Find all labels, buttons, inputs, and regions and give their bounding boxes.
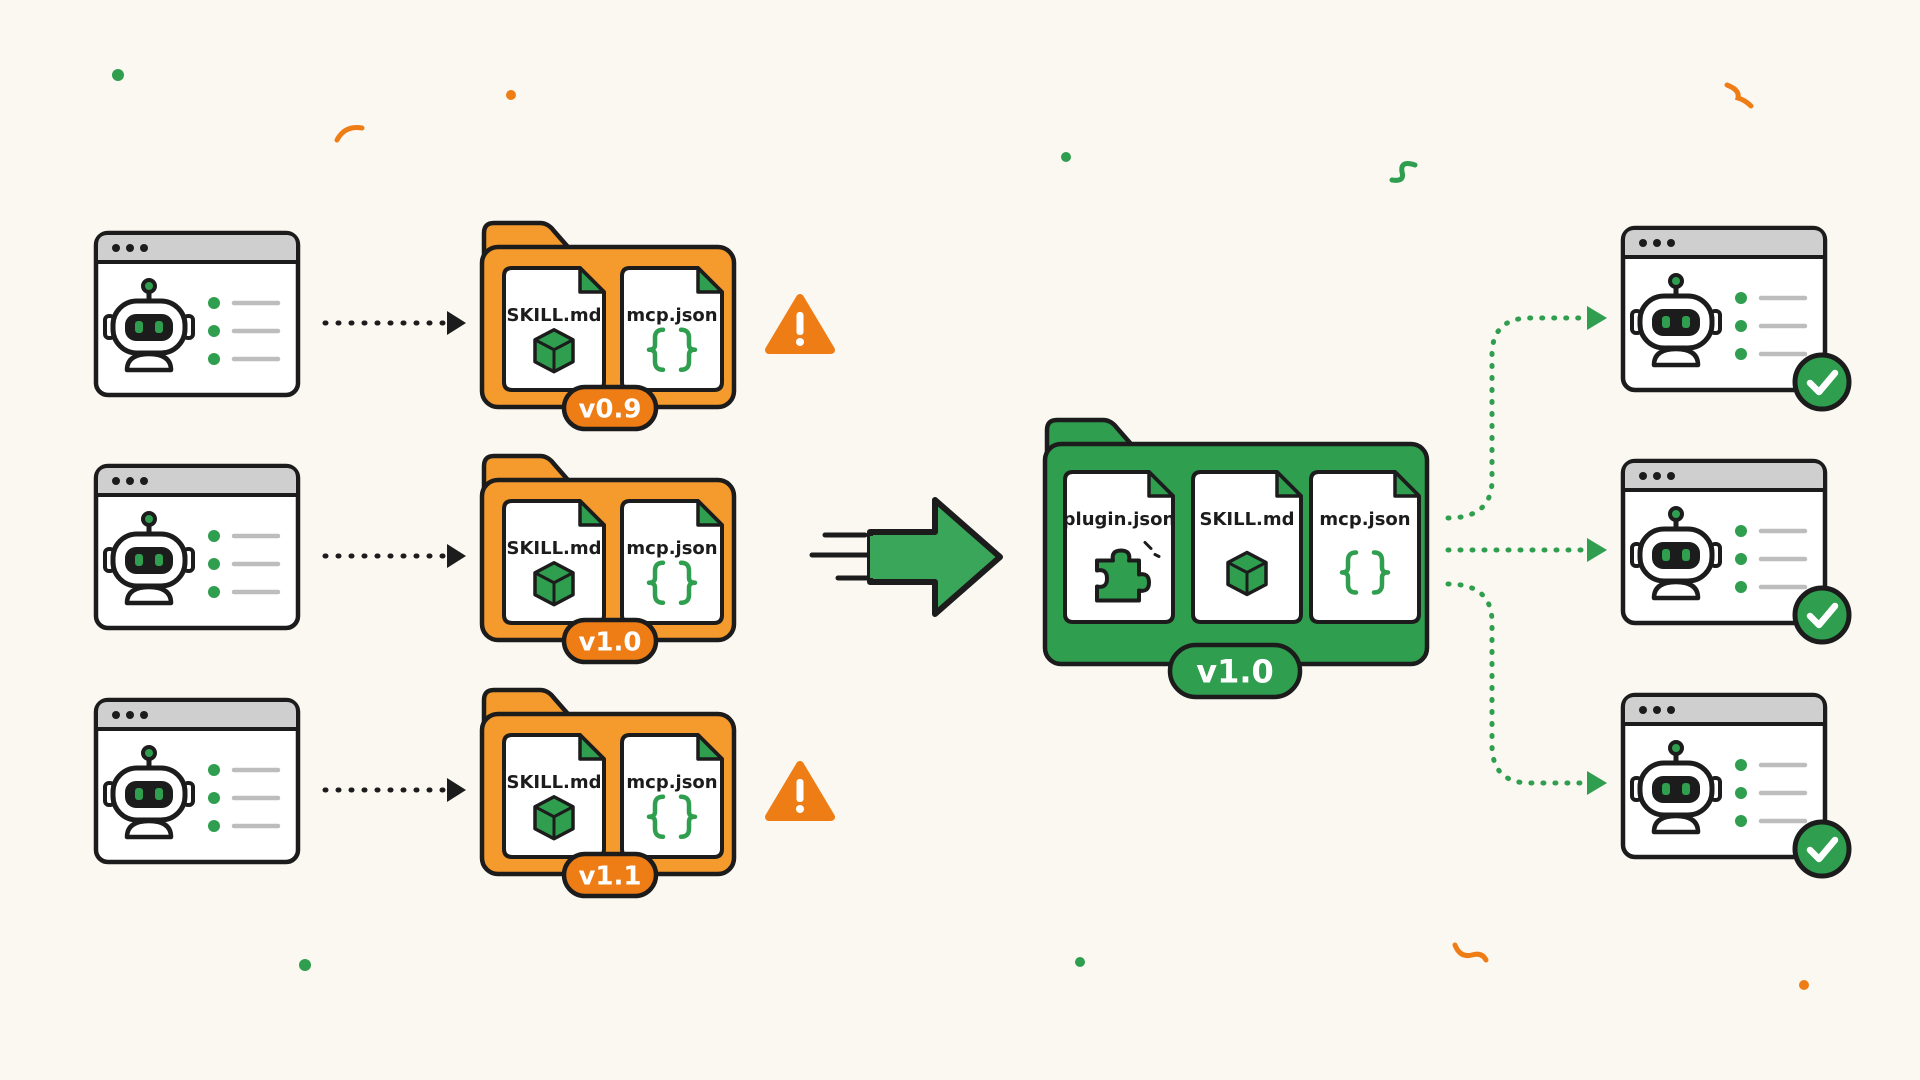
agent-window [1620,692,1828,860]
agent-window [93,230,301,398]
version-badge: v1.0 [561,617,659,665]
list-bullet [208,530,220,542]
connector-top [1445,315,1593,521]
check-icon [1795,822,1849,876]
version-badge: v1.0 [1167,642,1303,700]
version-label: v0.9 [578,394,641,424]
file-name-label: SKILL.md [506,772,601,793]
target-agent-row [1620,458,1849,642]
list-bullet [208,325,220,337]
list-bullet [208,764,220,776]
cube-icon [533,794,575,841]
arrow-head-icon [1587,771,1607,795]
list-bullet [1735,553,1747,565]
arrow-head-icon [447,311,466,335]
list-bullet [1735,525,1747,537]
list-bullet [208,297,220,309]
agent-window [93,697,301,865]
agent-window [1620,458,1828,626]
version-label: v1.0 [1196,653,1274,691]
plugin-folder: plugin.json SKILL.md mcp.json v1.0 [1042,417,1430,700]
merge-arrow-icon [809,497,1003,617]
file-name-label: mcp.json [1319,509,1410,530]
file-page: SKILL.md [502,499,606,625]
connector-bottom [1445,581,1593,786]
warning-icon [769,765,831,817]
target-agents [1620,225,1849,876]
file-page: mcp.json [620,266,724,392]
window-title-bar [1625,463,1823,489]
window-title-bar [98,235,296,261]
file-page: plugin.json [1063,470,1176,624]
file-name-label: mcp.json [626,305,717,326]
cube-icon [533,327,575,374]
arrow-head-icon [447,778,466,802]
check-icon [1795,588,1849,642]
agent-window [1620,225,1828,393]
agent-window [93,463,301,631]
list-bullet [1735,815,1747,827]
skill-folder: SKILL.md mcp.json v1.1 [479,687,737,899]
list-bullet [1735,292,1747,304]
version-badge: v0.9 [561,384,659,432]
file-name-label: plugin.json [1063,509,1176,530]
file-page: SKILL.md [502,266,606,392]
file-name-label: SKILL.md [506,538,601,559]
list-bullet [1735,581,1747,593]
arrow-head-icon [1587,306,1607,330]
file-page: mcp.json [620,499,724,625]
warning-icon [769,298,831,350]
version-badge: v1.1 [561,851,659,899]
list-bullet [208,820,220,832]
list-bullet [1735,348,1747,360]
file-page: mcp.json [1309,470,1421,624]
source-agent-row: SKILL.md mcp.json v1.1 [93,687,831,899]
cube-icon [1226,550,1268,597]
distribution-connectors [1445,306,1607,795]
target-agent-row [1620,225,1849,409]
list-bullet [208,586,220,598]
source-agent-row: SKILL.md mcp.json v0.9 [93,220,831,432]
list-bullet [1735,320,1747,332]
file-name-label: mcp.json [626,772,717,793]
skill-folder: SKILL.md mcp.json v1.0 [479,453,737,665]
list-bullet [1735,759,1747,771]
arrow-head-icon [447,544,466,568]
window-title-bar [98,468,296,494]
file-name-label: SKILL.md [1199,509,1294,530]
unified-bundle: plugin.json SKILL.md mcp.json v1.0 [1042,417,1430,700]
file-name-label: mcp.json [626,538,717,559]
window-title-bar [98,702,296,728]
list-bullet [208,558,220,570]
version-label: v1.0 [578,627,641,657]
window-title-bar [1625,230,1823,256]
skill-folder: SKILL.md mcp.json v0.9 [479,220,737,432]
cube-icon [533,560,575,607]
file-page: SKILL.md [1191,470,1303,624]
file-name-label: SKILL.md [506,305,601,326]
file-page: SKILL.md [502,733,606,859]
window-title-bar [1625,697,1823,723]
check-icon [1795,355,1849,409]
confetti [112,69,1809,990]
list-bullet [208,353,220,365]
source-agent-row: SKILL.md mcp.json v1.0 [93,453,737,665]
arrow-head-icon [1587,538,1607,562]
list-bullet [1735,787,1747,799]
version-label: v1.1 [578,861,641,891]
target-agent-row [1620,692,1849,876]
file-page: mcp.json [620,733,724,859]
list-bullet [208,792,220,804]
